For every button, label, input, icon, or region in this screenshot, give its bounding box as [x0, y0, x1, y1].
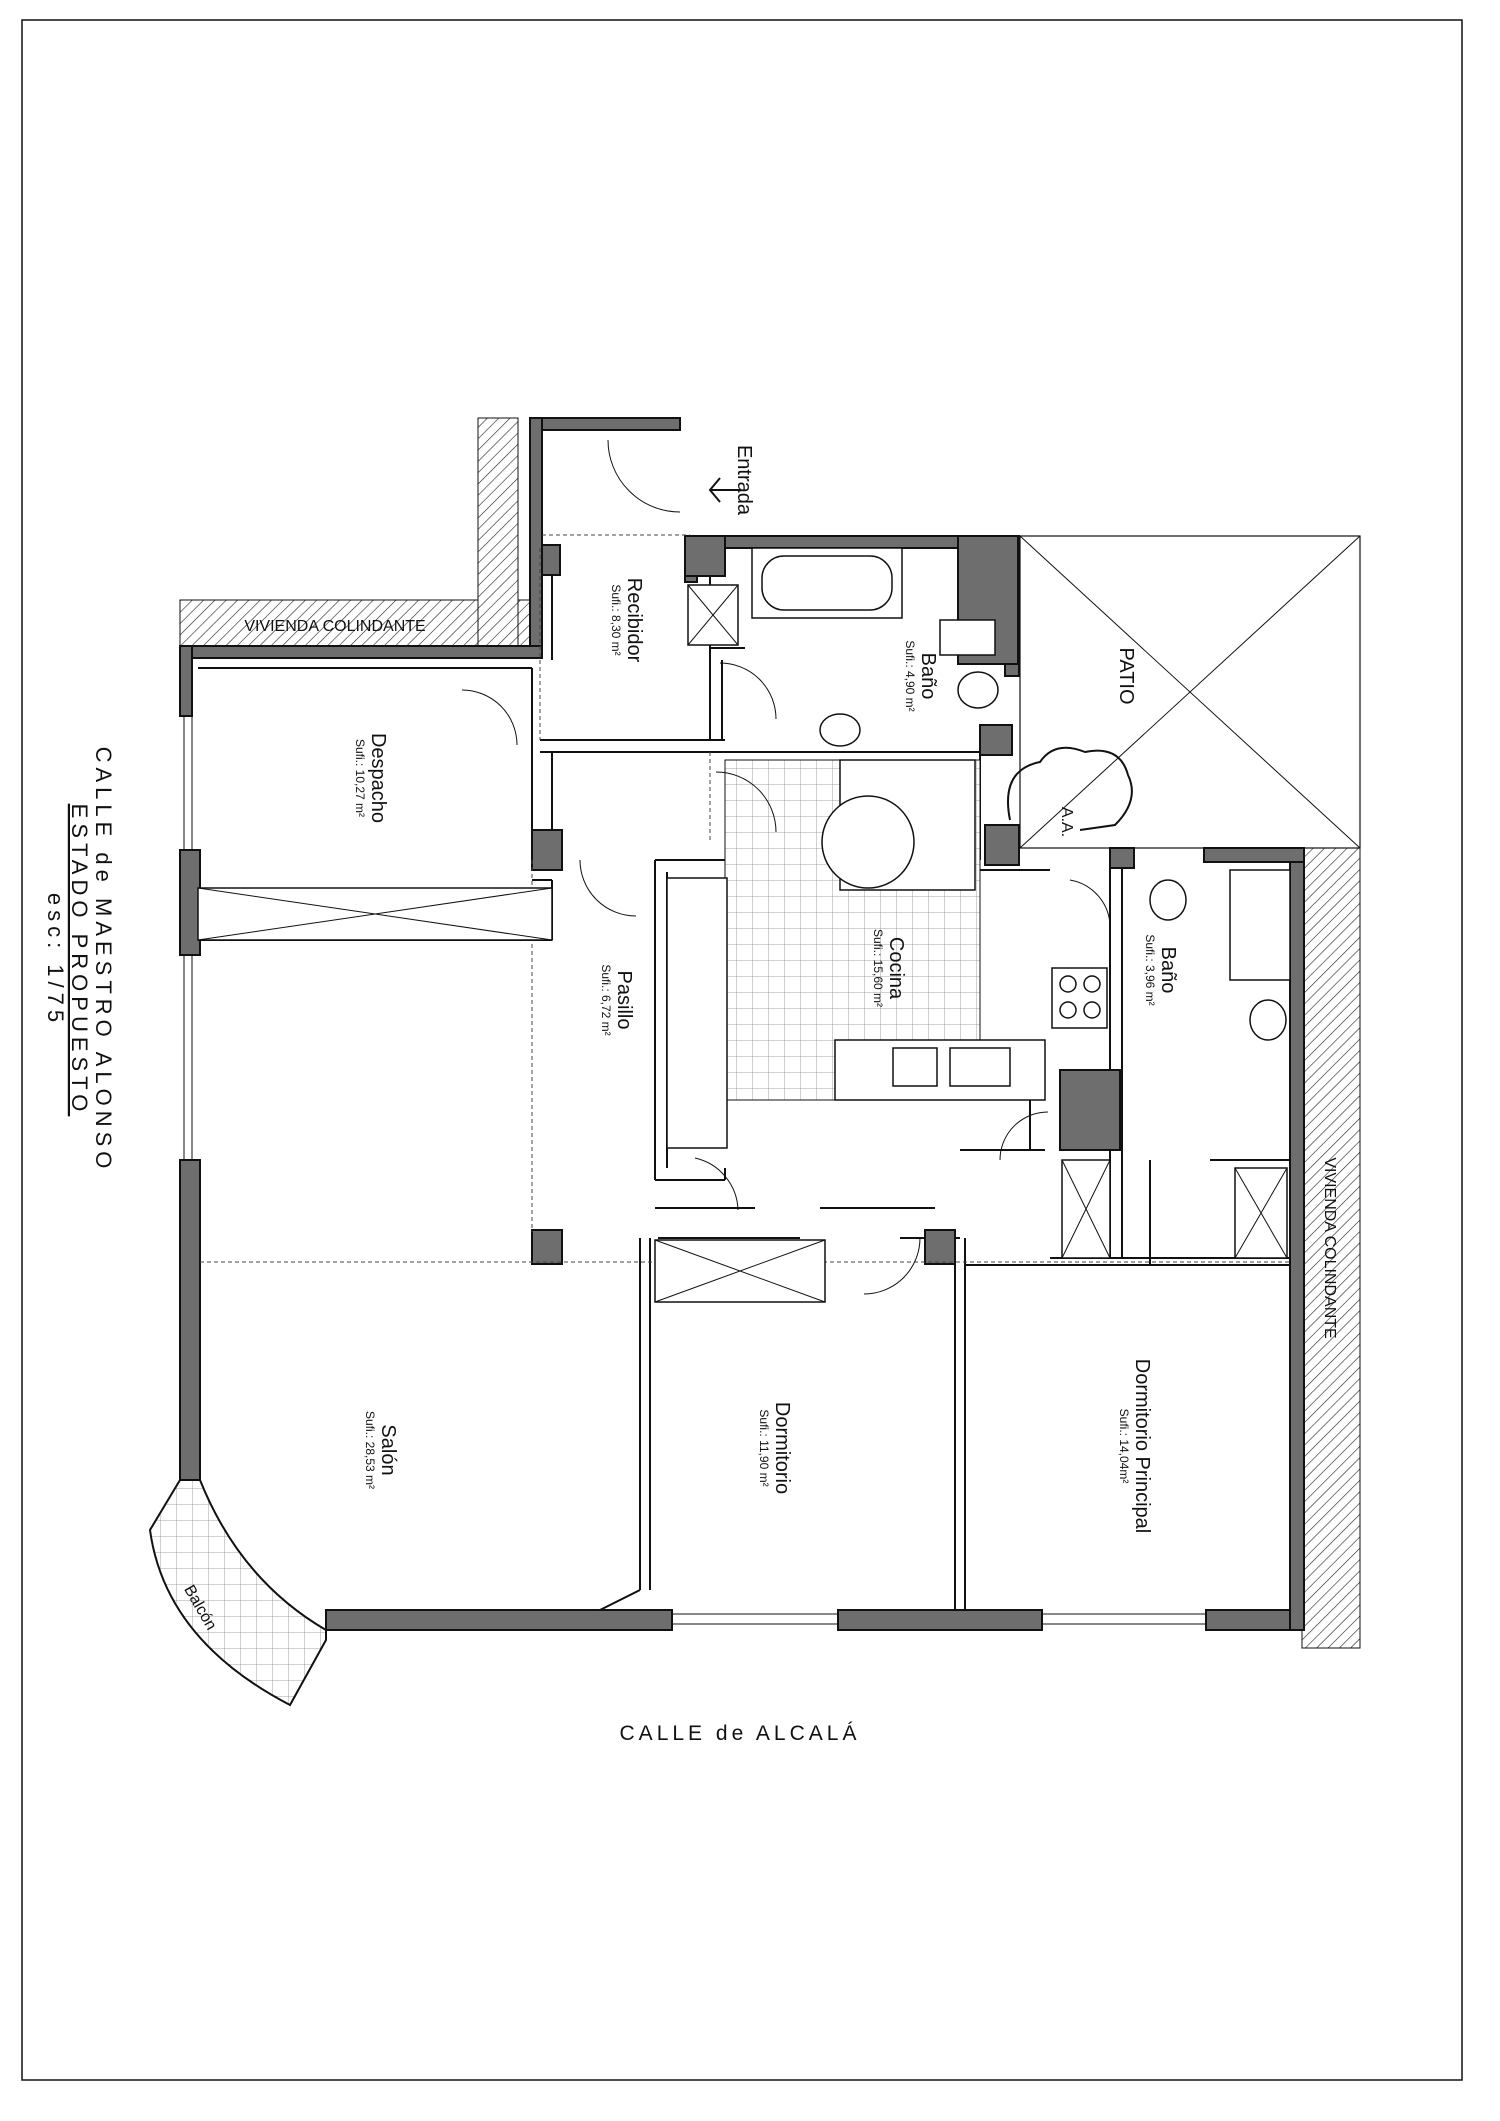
room-name-despacho: Despacho — [367, 733, 389, 823]
room-area-despacho: Sufi.: 10,27 m² — [353, 739, 367, 817]
aa-label: A.A. — [1058, 807, 1075, 837]
balcony — [148, 1479, 327, 1707]
bathroom-fixtures — [751, 547, 1291, 1041]
room-name-salon: Salón — [377, 1424, 399, 1475]
entrance-arrow — [708, 477, 740, 503]
entrada-label: Entrada — [733, 445, 755, 516]
room-area-cocina: Sufi.: 15,60 m² — [871, 929, 885, 1007]
door-swings — [461, 439, 1111, 1295]
windows — [183, 716, 1206, 1625]
room-area-salon: Sufi.: 28,53 m² — [363, 1411, 377, 1489]
vivienda-colindante-right: VIVIENDA COLINDANTE — [1321, 1157, 1338, 1338]
patio-area — [1019, 535, 1361, 849]
room-name-bano-2: Baño — [1157, 947, 1179, 994]
street-south: CALLE de ALCALÁ — [620, 1722, 861, 1745]
room-name-cocina: Cocina — [885, 937, 907, 1000]
room-area-dormitorio: Sufi.: 11,90 m² — [757, 1409, 771, 1486]
aa-unit — [1007, 746, 1133, 831]
title-scale: esc: 1/75 — [43, 893, 68, 1027]
vivienda-colindante-top: VIVIENDA COLINDANTE — [244, 618, 425, 635]
patio-label: PATIO — [1115, 647, 1137, 704]
room-area-bano-1: Sufi.: 4,90 m² — [903, 640, 917, 711]
title-state: ESTADO PROPUESTO — [67, 804, 92, 1117]
room-area-dormitorio-principal: Sufi.: 14,04m² — [1117, 1409, 1131, 1484]
room-name-dormitorio: Dormitorio — [771, 1402, 793, 1494]
interior-walls — [198, 535, 1290, 1611]
room-area-recibidor: Sufi.: 8,30 m² — [609, 584, 623, 655]
room-name-recibidor: Recibidor — [623, 578, 645, 663]
room-name-pasillo: Pasillo — [613, 971, 635, 1030]
exterior-walls — [179, 417, 1305, 1631]
room-area-pasillo: Sufi.: 6,72 m² — [599, 964, 613, 1035]
dashed-lines — [200, 534, 1290, 1263]
wardrobes — [197, 584, 1288, 1303]
kitchen-area — [666, 759, 1108, 1149]
room-name-dormitorio-principal: Dormitorio Principal — [1131, 1359, 1153, 1534]
page-frame — [21, 19, 1463, 2081]
street-west: CALLE de MAESTRO ALONSO — [91, 747, 116, 1174]
room-name-bano-1: Baño — [917, 653, 939, 700]
room-area-bano-2: Sufi.: 3,96 m² — [1143, 934, 1157, 1005]
